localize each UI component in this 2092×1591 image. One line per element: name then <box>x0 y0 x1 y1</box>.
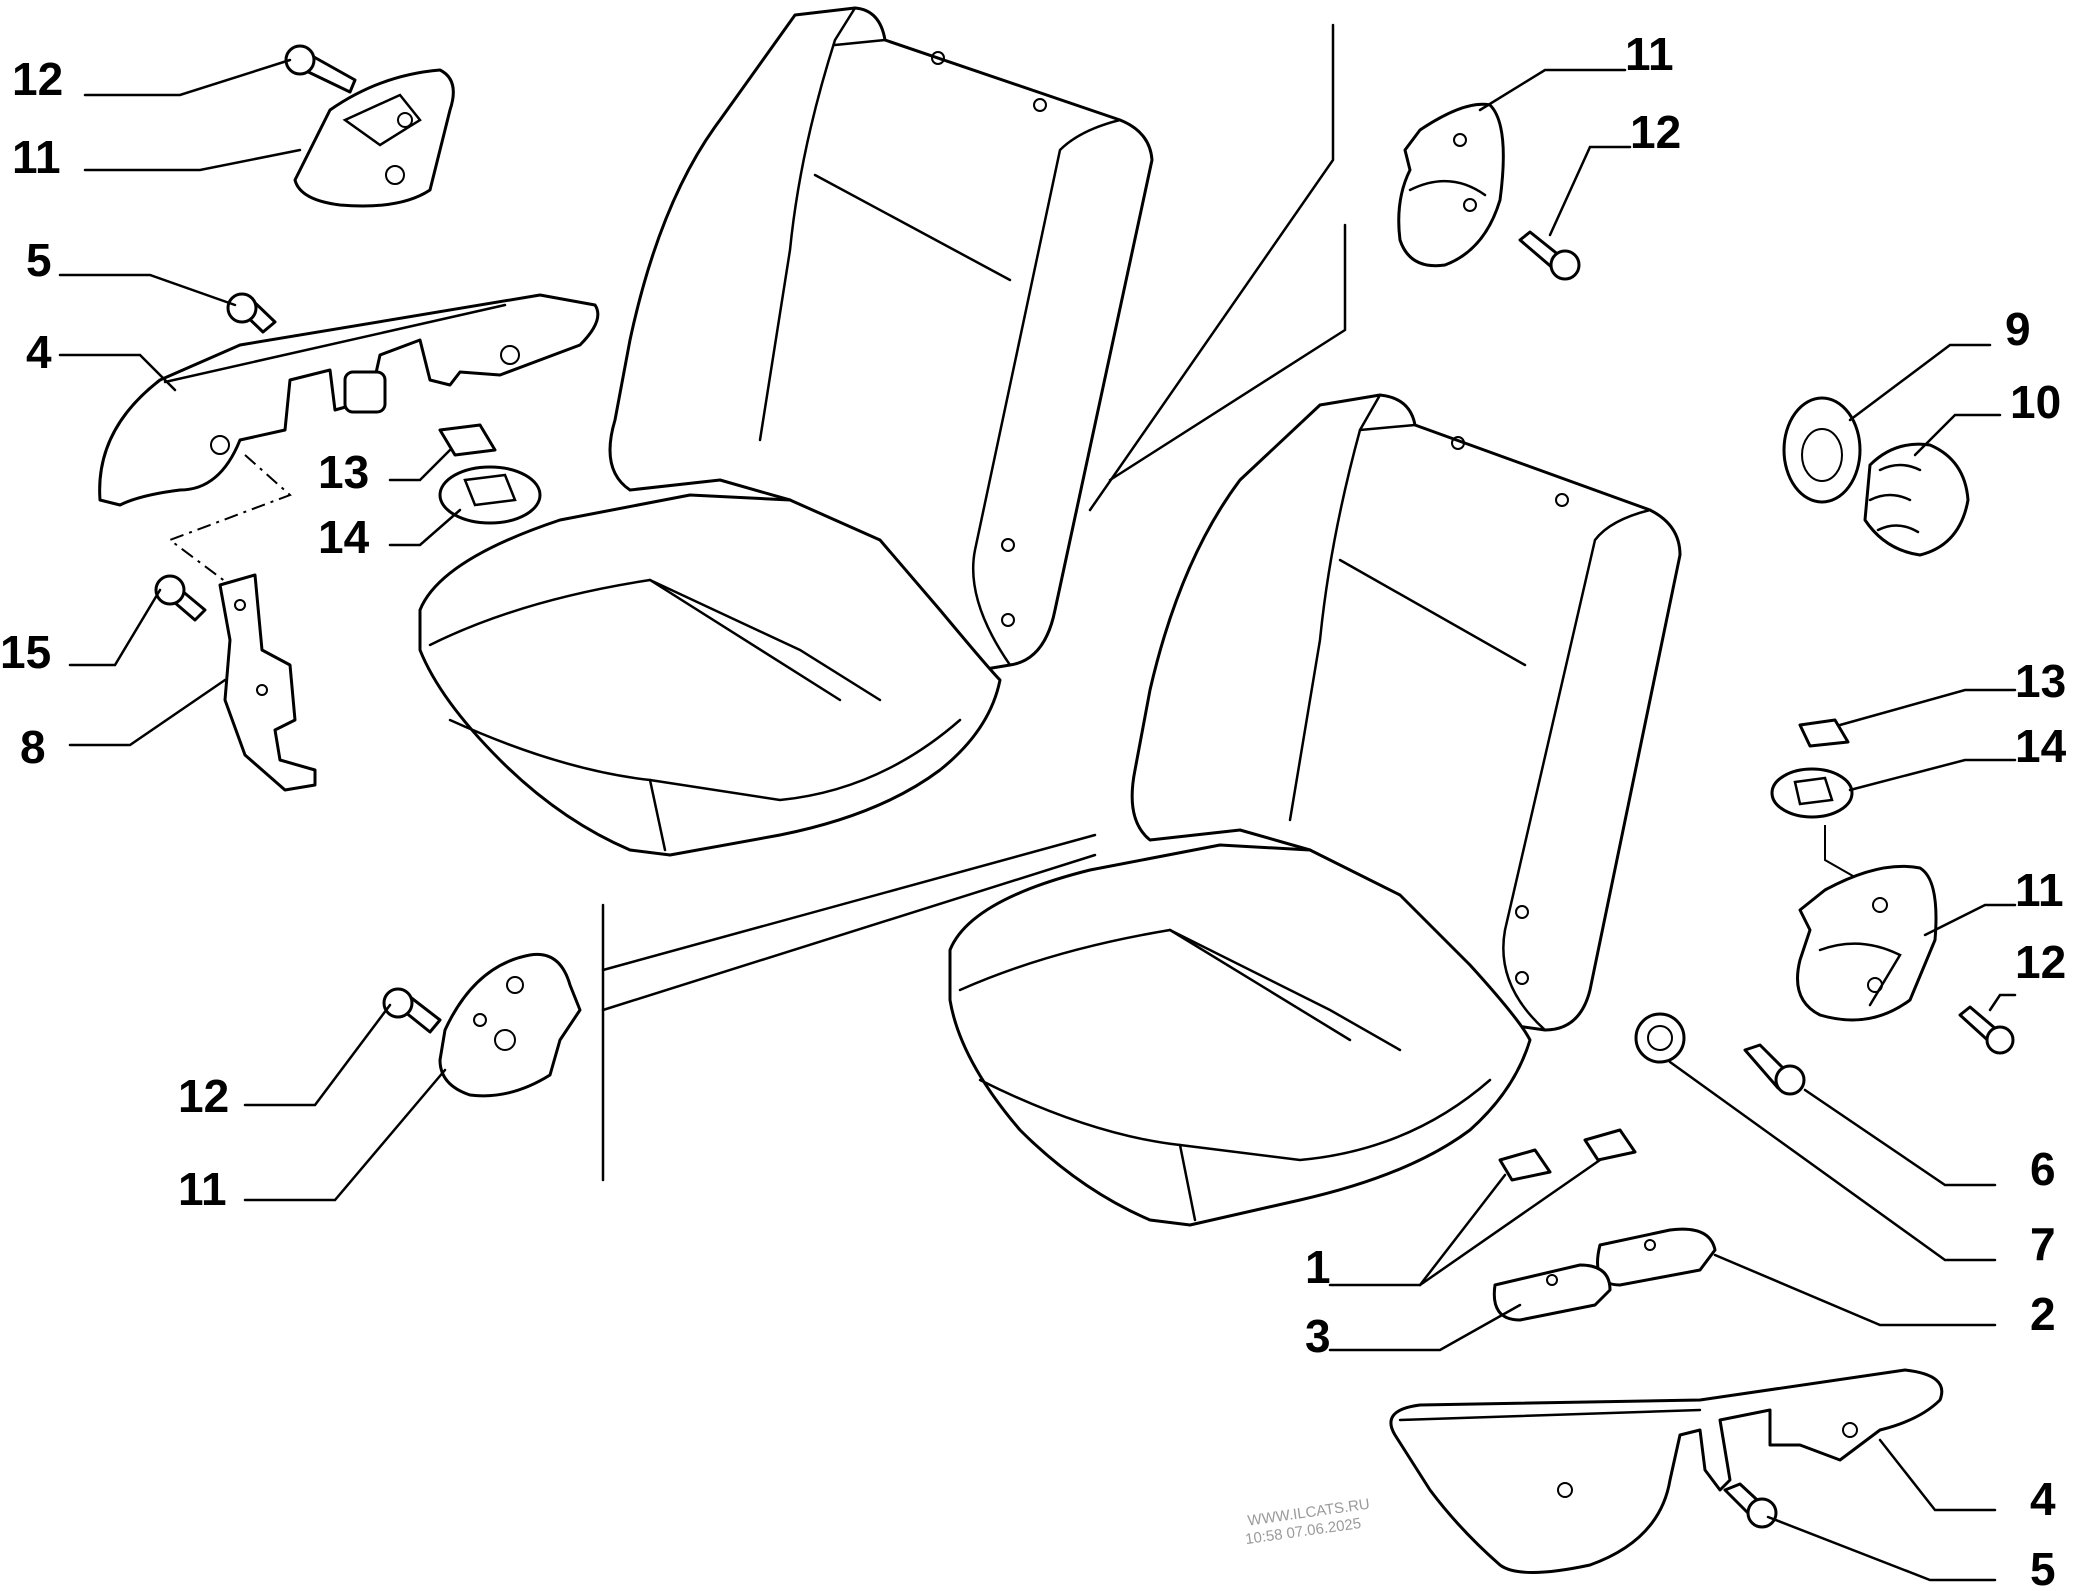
clips-1 <box>1498 1128 1637 1182</box>
callout-12: 12 <box>178 1070 229 1122</box>
callout-6: 6 <box>2030 1143 2056 1195</box>
side-shield-4-right <box>1389 1368 1944 1574</box>
cover-11-bottom-left <box>438 952 582 1098</box>
connector-lines <box>167 23 1861 1182</box>
callout-8: 8 <box>20 721 46 773</box>
knob-7 <box>1634 1012 1686 1064</box>
callout-12: 12 <box>12 53 63 105</box>
screw-12-top-left <box>284 44 357 94</box>
callout-11: 11 <box>2015 864 2064 916</box>
screw-5-left <box>226 292 277 334</box>
callout-5: 5 <box>2030 1543 2056 1591</box>
callout-9: 9 <box>2005 303 2031 355</box>
watermark: WWW.ILCATS.RU 10:58 07.06.2025 <box>1244 1496 1371 1548</box>
callout-15: 15 <box>0 626 51 678</box>
callout-labels: 12 11 5 4 13 14 15 8 12 11 11 12 9 10 13… <box>0 28 2067 1591</box>
callout-14: 14 <box>2015 720 2067 772</box>
side-shield-4-left <box>98 293 600 507</box>
callout-12: 12 <box>1630 106 1681 158</box>
knob-10 <box>1863 442 1970 557</box>
cover-11-right <box>1796 864 1938 1022</box>
callout-7: 7 <box>2030 1218 2056 1270</box>
screw-5-right <box>1723 1482 1778 1529</box>
screw-12-bottom-left <box>382 987 442 1034</box>
callout-4: 4 <box>2030 1473 2056 1525</box>
callout-11: 11 <box>178 1163 227 1215</box>
cap-14-right <box>1770 767 1854 819</box>
callout-3: 3 <box>1305 1310 1331 1362</box>
cover-13-left <box>438 423 497 457</box>
callout-1: 1 <box>1305 1241 1331 1293</box>
screw-15 <box>154 574 207 622</box>
cap-14-left <box>438 465 542 525</box>
callout-13: 13 <box>2015 655 2066 707</box>
callout-12: 12 <box>2015 936 2066 988</box>
cover-11-top-right <box>1397 102 1505 268</box>
screw-12-right <box>1958 1005 2015 1055</box>
bracket-8 <box>218 573 317 792</box>
handle-2 <box>1596 1227 1717 1287</box>
cap-9 <box>1782 396 1862 504</box>
cover-11-top-left <box>293 68 455 208</box>
callout-11: 11 <box>1625 28 1674 80</box>
screw-12-top-right <box>1518 230 1581 281</box>
callout-13: 13 <box>318 446 369 498</box>
callout-10: 10 <box>2010 376 2061 428</box>
callout-11: 11 <box>12 131 61 183</box>
callout-4: 4 <box>26 326 52 378</box>
callout-2: 2 <box>2030 1288 2056 1340</box>
right-seat <box>948 393 1682 1227</box>
cover-13-right <box>1798 718 1850 748</box>
handle-3 <box>1492 1263 1612 1322</box>
callout-5: 5 <box>26 234 52 286</box>
callout-14: 14 <box>318 511 370 563</box>
left-seat <box>418 6 1154 857</box>
bolt-6 <box>1743 1043 1806 1096</box>
leader-lines <box>58 58 2017 1582</box>
